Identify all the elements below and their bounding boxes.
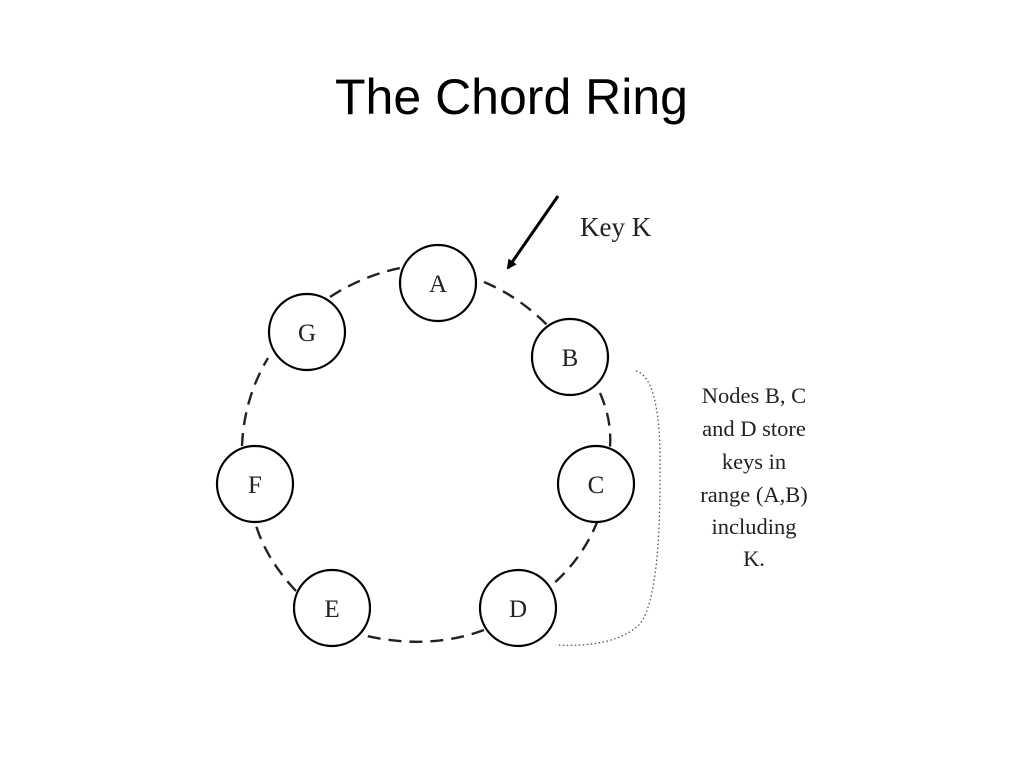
ring-edge-f-g: [240, 357, 270, 447]
node-d: D: [478, 568, 558, 648]
ring-edge-e-f: [253, 521, 297, 592]
note-line-4: range (A,B): [700, 482, 807, 507]
node-g: G: [267, 292, 347, 372]
node-f-label: F: [248, 472, 262, 499]
ring-edge-a-b: [483, 280, 553, 331]
ring-edges: [240, 266, 612, 643]
range-note: Nodes B, C and D store keys in range (A,…: [700, 383, 807, 571]
node-c-label: C: [588, 472, 605, 499]
ring-edge-d-e: [366, 628, 485, 643]
node-d-label: D: [509, 596, 527, 623]
node-c: C: [556, 444, 636, 524]
key-k-label: Key K: [580, 212, 652, 242]
note-line-3: keys in: [722, 449, 786, 474]
note-line-1: Nodes B, C: [702, 383, 806, 408]
node-b-label: B: [562, 345, 579, 372]
node-g-label: G: [298, 320, 316, 347]
node-a: A: [398, 243, 478, 323]
node-e-label: E: [324, 596, 339, 623]
range-bracket: [555, 370, 661, 646]
note-line-2: and D store: [702, 416, 806, 441]
ring-edge-b-c: [598, 392, 612, 448]
ring-edge-g-a: [329, 266, 401, 299]
node-e: E: [292, 568, 372, 648]
node-a-label: A: [429, 271, 447, 298]
node-f: F: [215, 444, 295, 524]
ring-edge-c-d: [551, 519, 600, 586]
note-line-5: including: [712, 514, 797, 539]
key-arrow: [506, 195, 560, 270]
slide-title: The Chord Ring: [335, 69, 688, 125]
note-line-6: K.: [743, 546, 765, 571]
node-b: B: [530, 317, 610, 397]
